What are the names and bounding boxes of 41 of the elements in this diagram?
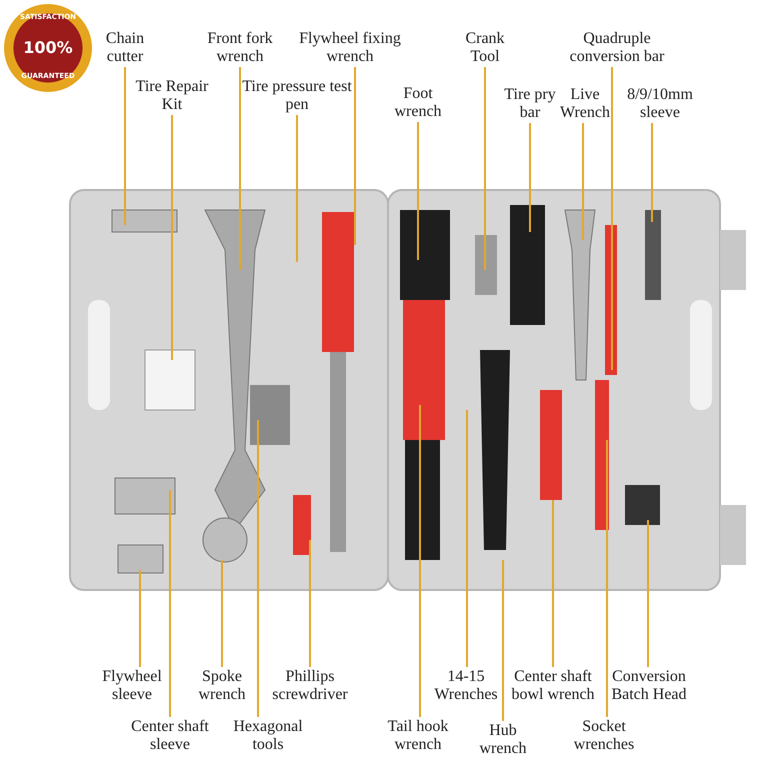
leader-line [502,560,504,721]
leader-line [611,67,613,370]
leader-line [309,540,311,667]
leader-line [529,123,531,232]
callout-label: Hexagonal tools [220,718,316,754]
leader-line [354,67,356,245]
leader-line [651,123,653,222]
leader-line [582,123,584,240]
leader-line [296,115,298,262]
callout-label: Quadruple conversion bar [555,30,679,66]
leader-line [124,67,126,225]
callout-label: Center shaft sleeve [120,718,220,754]
callout-label: Tire Repair Kit [134,78,210,114]
leader-line [239,67,241,270]
leader-line [139,570,141,667]
callout-label: Foot wrench [387,85,449,121]
seal-percentage: 100% [22,38,74,57]
leader-line [606,440,608,717]
callout-label: Phillips screwdriver [264,668,356,704]
leader-line [466,410,468,667]
callout-label: Front fork wrench [201,30,279,66]
leader-line [417,122,419,260]
callout-label: Tire pressure test pen [242,78,352,114]
callout-label: Chain cutter [99,30,151,66]
leader-line [552,500,554,667]
callout-label: Tire pry bar [502,86,558,122]
leader-line [257,420,259,717]
callout-label: Flywheel sleeve [99,668,165,704]
leader-line [484,67,486,270]
callout-label: Crank Tool [462,30,508,66]
callout-label: Tail hook wrench [373,718,463,754]
leader-line [647,520,649,667]
leader-line [171,115,173,360]
callout-label: Flywheel fixing wrench [291,30,409,66]
callout-label: 8/9/10mm sleeve [620,86,700,122]
callout-label: Spoke wrench [192,668,252,704]
leader-line [419,405,421,717]
callout-label: Hub wrench [472,722,534,758]
leader-line [169,490,171,717]
leader-line [221,560,223,667]
callout-label: Socket wrenches [559,718,649,754]
